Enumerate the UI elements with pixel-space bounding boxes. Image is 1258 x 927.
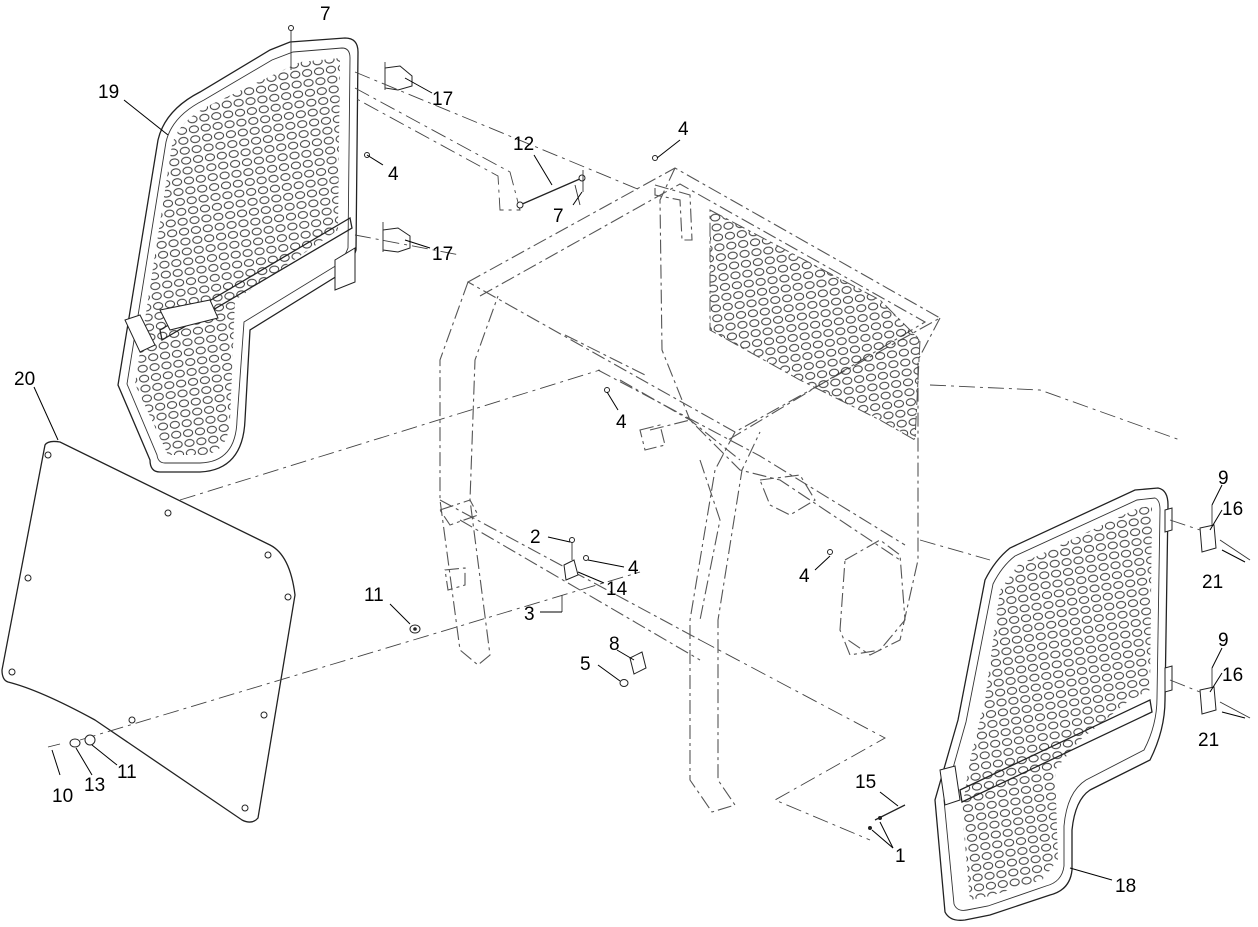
- callout-4-mid: 4: [616, 412, 627, 433]
- leader-lines: [33, 77, 1246, 881]
- center-small-parts: [364, 152, 833, 687]
- callout-4-top-frame: 4: [678, 119, 689, 140]
- callout-5: 5: [580, 654, 591, 675]
- callout-21-upper: 21: [1202, 572, 1223, 593]
- callout-1: 1: [895, 846, 906, 867]
- right-mesh-door: [934, 487, 1173, 921]
- callout-11-lower: 11: [117, 762, 137, 783]
- callout-16-upper: 16: [1222, 499, 1243, 520]
- hinge-lower: [382, 222, 411, 253]
- callout-4-center: 4: [628, 558, 639, 579]
- callout-20: 20: [14, 369, 35, 390]
- phantom-line-top: [354, 71, 641, 191]
- right-hinge-parts: [1169, 505, 1251, 719]
- callout-9-lower: 9: [1218, 630, 1229, 651]
- callout-17-upper: 17: [432, 89, 453, 110]
- callout-labels: 7 19 17 4 12 7 4 17 20 4 2 4 14 3 11 8 5…: [14, 4, 1243, 897]
- phantom-window-upper: [179, 369, 601, 501]
- callout-12: 12: [513, 134, 534, 155]
- phantom-line-hinge: [354, 234, 461, 256]
- phantom-right-lower: [699, 639, 886, 841]
- phantom-right-mid: [919, 539, 991, 561]
- window-fasteners: [47, 624, 421, 748]
- pin-parts: [868, 804, 906, 830]
- phantom-right-upper: [929, 384, 1181, 441]
- callout-10: 10: [52, 786, 73, 807]
- callout-4-upper-left: 4: [388, 164, 399, 185]
- cab-frame: [439, 167, 942, 813]
- callout-13: 13: [84, 775, 105, 796]
- callout-3: 3: [524, 604, 535, 625]
- callout-11-window: 11: [364, 585, 384, 606]
- callout-4-right: 4: [799, 566, 810, 587]
- callout-18: 18: [1115, 876, 1136, 897]
- callout-16-lower: 16: [1222, 665, 1243, 686]
- callout-14: 14: [606, 579, 628, 600]
- callout-7-strut: 7: [553, 206, 564, 227]
- front-window-panel: [1, 440, 296, 823]
- callout-9-upper: 9: [1218, 468, 1229, 489]
- hinge-upper: [384, 62, 413, 91]
- callout-17-lower: 17: [432, 244, 453, 265]
- callout-2: 2: [530, 527, 541, 548]
- phantom-window-lower: [79, 571, 641, 741]
- callout-21-lower: 21: [1198, 730, 1219, 751]
- callout-8: 8: [609, 634, 620, 655]
- gas-strut: [516, 170, 586, 209]
- left-mesh-door: [117, 25, 359, 473]
- callout-15: 15: [855, 772, 876, 793]
- callout-19: 19: [98, 82, 119, 103]
- phantom-hinge-axis: [354, 87, 521, 211]
- callout-7-top: 7: [320, 4, 331, 25]
